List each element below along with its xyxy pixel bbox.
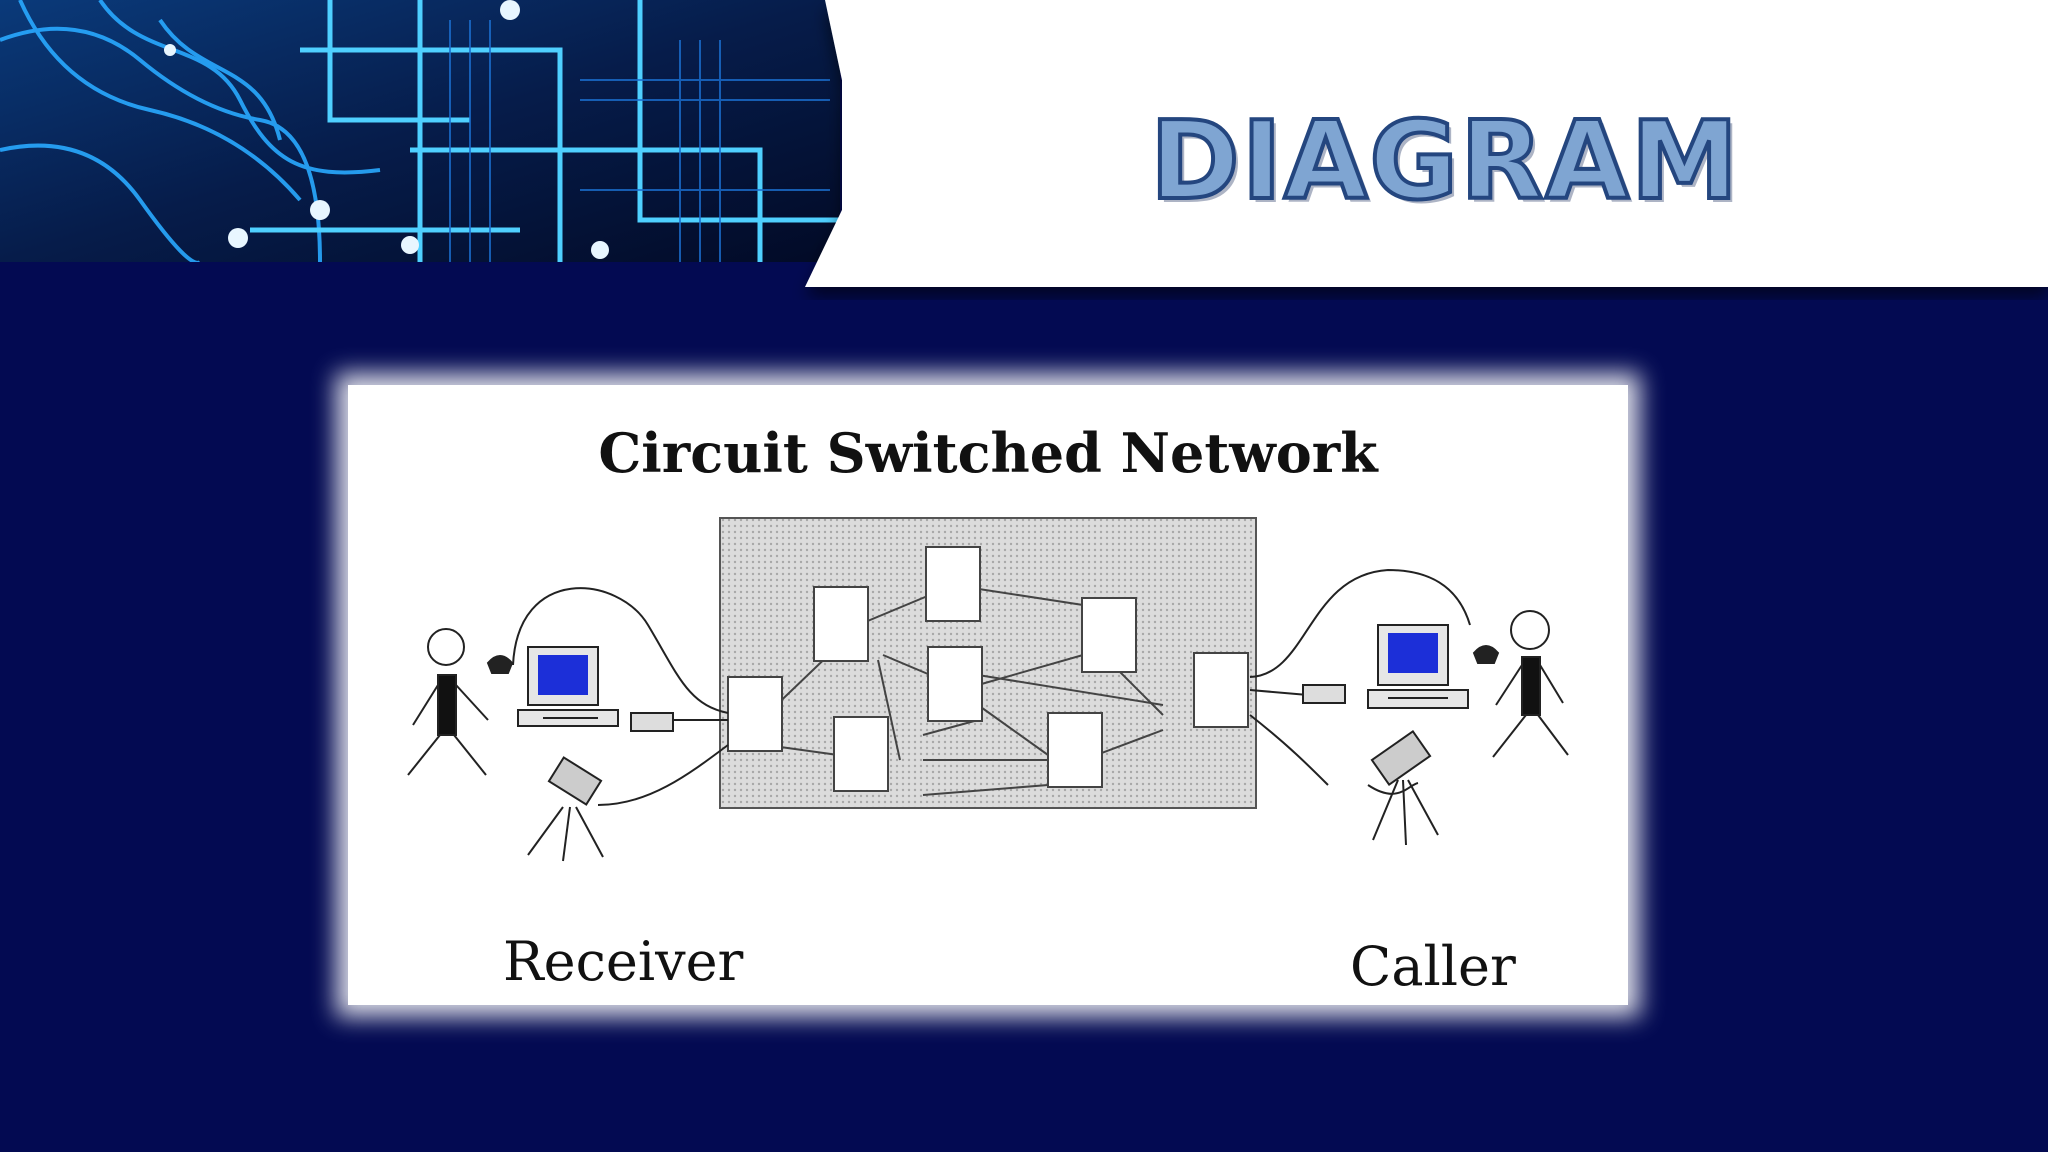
receiver-person <box>427 628 465 666</box>
slide-title: DIAGRAM <box>1148 99 1741 224</box>
receiver-equipment <box>407 587 729 862</box>
modem-icon <box>630 712 674 732</box>
modem-icon <box>1302 684 1346 704</box>
video-camera-icon <box>547 756 603 806</box>
telephone-icon <box>1472 645 1500 664</box>
circuit-banner-image <box>0 0 840 262</box>
switch-node <box>833 716 889 792</box>
telephone-icon <box>486 655 514 674</box>
caller-equipment <box>1249 568 1569 846</box>
video-camera-icon <box>1370 729 1432 787</box>
switching-network-area <box>719 517 1257 809</box>
figure-title: Circuit Switched Network <box>598 421 1378 485</box>
switch-node <box>727 676 783 752</box>
receiver-label: Receiver <box>503 930 744 993</box>
switch-node <box>1193 652 1249 728</box>
switch-node <box>1081 597 1137 673</box>
switch-node <box>927 646 983 722</box>
network-switches <box>727 546 1249 792</box>
diagram-figure: Circuit Switched Network Receiver Caller <box>348 385 1628 1005</box>
network-diagram <box>407 517 1569 862</box>
switch-node <box>1047 712 1103 788</box>
caller-person <box>1510 610 1550 650</box>
switch-node <box>925 546 981 622</box>
switch-node <box>813 586 869 662</box>
caller-label: Caller <box>1350 935 1516 998</box>
